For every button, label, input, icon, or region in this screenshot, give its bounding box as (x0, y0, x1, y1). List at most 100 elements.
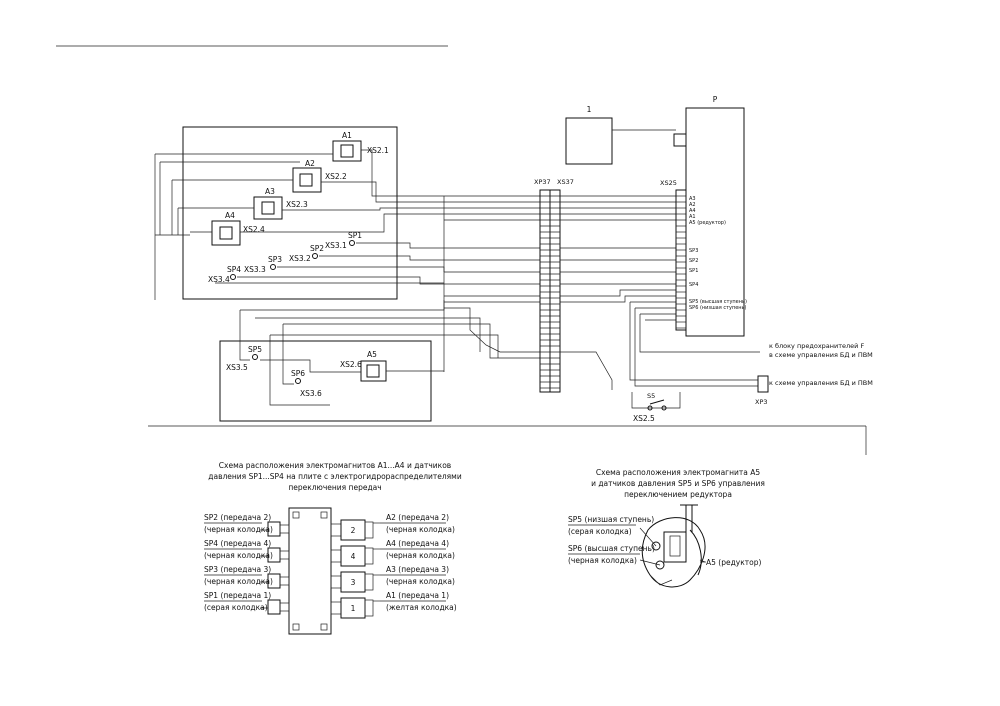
label-XS3-5: XS3.5 (226, 363, 248, 372)
layout1-right-l2-1: (черная колодка) (386, 551, 455, 560)
label-SP6: SP6 (291, 369, 305, 378)
fuse-element (673, 133, 687, 147)
solenoid-A1: A1 (332, 131, 362, 162)
layout1-title-1: Схема расположения электромагнитов А1...… (219, 461, 451, 470)
label-P: P (713, 95, 718, 104)
solenoid-A5: A5 (360, 350, 387, 382)
label-XS37: XS37 (557, 178, 574, 186)
label-SP4: SP4 (227, 265, 241, 274)
main-bus-wires (444, 195, 540, 359)
sensor-SP2: SP2 (310, 244, 324, 259)
layout1-title-3: переключения передач (288, 483, 381, 492)
solenoid-A3: A3 (253, 187, 283, 220)
layout2-sp6-line1: SP6 (высшая ступень) (568, 544, 655, 553)
layout1-num-0: 2 (351, 526, 356, 535)
label-A5: A5 (367, 350, 377, 359)
layout1-right-l1-3: А1 (передача 1) (386, 591, 449, 600)
p-label-6: SP2 (689, 258, 698, 264)
p-label-1: A2 (689, 202, 696, 208)
solenoid-panel-frame (182, 126, 398, 300)
sensor-SP6: SP6 (291, 369, 305, 384)
valve-plate (288, 507, 332, 635)
layout2-sp5-line2: (серая колодка) (568, 527, 632, 536)
reducer-panel-frame (219, 340, 432, 422)
layout1-left-l2-0: (черная колодка) (204, 525, 273, 534)
switch-S5: S5 (647, 392, 667, 411)
connector-XP37-XS37: XP37 XS37 (534, 178, 574, 393)
layout1-right-l2-3: (желтая колодка) (386, 603, 457, 612)
layout2-sp6-line2: (черная колодка) (568, 556, 637, 565)
label-XS3-3: XS3.3 (244, 265, 266, 274)
layout1-right-l1-2: А3 (передача 3) (386, 565, 449, 574)
left-wiring (154, 149, 445, 406)
layout1-right-l1-0: А2 (передача 2) (386, 513, 449, 522)
label-SP3: SP3 (268, 255, 282, 264)
layout1-row-3: SP1 (передача 1) (серая колодка) 1 А1 (пере… (204, 591, 457, 619)
label-XS2-3: XS2.3 (286, 200, 308, 209)
label-SP1: SP1 (348, 231, 362, 240)
layout2-a5: А5 (редуктор) (706, 558, 761, 567)
label-S5: S5 (647, 392, 655, 400)
p-label-4: A5 (редуктор) (689, 220, 726, 226)
p-label-10: SP6 (низшая ступень) (689, 305, 747, 311)
sensor-SP4: SP4 (227, 265, 241, 280)
label-XS3-6: XS3.6 (300, 389, 322, 398)
label-XS2-6: XS2.6 (340, 360, 362, 369)
layout1-num-2: 3 (351, 578, 356, 587)
block-P: P (685, 95, 745, 337)
label-XP3: XP3 (755, 398, 768, 406)
right-bus-wires (560, 195, 760, 409)
layout1-title-2: давления SP1...SP4 на плите с электрогид… (208, 472, 462, 481)
label-SP5: SP5 (248, 345, 262, 354)
layout1-left-l2-3: (серая колодка) (204, 603, 268, 612)
p-label-2: A4 (689, 208, 696, 214)
p-label-3: A1 (689, 214, 696, 220)
note-fuse-block: к блоку предохранителей F (769, 342, 864, 350)
label-XS25: XS25 (660, 179, 677, 187)
layout1-left-l2-2: (черная колодка) (204, 577, 273, 586)
label-A1: A1 (342, 131, 352, 140)
layout1-left-l1-1: SP4 (передача 4) (204, 539, 271, 548)
layout1-right-l2-0: (черная колодка) (386, 525, 455, 534)
layout1-row-0: SP2 (передача 2) (черная колодка) 2 А2 (пер… (204, 513, 455, 541)
label-XS2-4: XS2.4 (243, 225, 265, 234)
layout1-items: SP2 (передача 2) (черная колодка) 2 А2 (пер… (204, 513, 457, 619)
block-1: 1 (565, 105, 613, 165)
layout2-title-3: переключением редуктора (624, 490, 732, 499)
p-label-5: SP3 (689, 248, 698, 254)
label-XS3-4: XS3.4 (208, 275, 230, 284)
p-label-9: SP5 (высшая ступень) (689, 299, 747, 305)
label-A4: A4 (225, 211, 235, 220)
label-XS2-1: XS2.1 (367, 146, 389, 155)
sensor-SP1: SP1 (348, 231, 362, 246)
p-label-0: A3 (689, 196, 696, 202)
layout1-left-l1-0: SP2 (передача 2) (204, 513, 271, 522)
label-XS3-1: XS3.1 (325, 241, 347, 250)
p-label-8: SP4 (689, 282, 698, 288)
label-XS3-2: XS3.2 (289, 254, 311, 263)
label-XP37: XP37 (534, 178, 551, 186)
label-SP2: SP2 (310, 244, 324, 253)
solenoid-A4: A4 (211, 211, 241, 246)
layout1-num-1: 4 (351, 552, 356, 561)
layout1-num-3: 1 (351, 604, 356, 613)
layout1-right-l2-2: (черная колодка) (386, 577, 455, 586)
xs25-rows (676, 195, 686, 329)
layout2-title-1: Схема расположения электромагнита А5 (596, 468, 761, 477)
reducer-assembly-drawing (639, 504, 706, 588)
sensor-SP3: SP3 (268, 255, 282, 270)
label-block-1: 1 (587, 105, 592, 114)
label-XS2-5: XS2.5 (633, 414, 655, 423)
note-control-scheme: к схеме управления БД и ПВМ (769, 379, 873, 387)
label-A2: A2 (305, 159, 315, 168)
connector-XP3: XP3 (755, 375, 769, 406)
terminal-rows (540, 195, 560, 389)
layout1-left-l2-1: (черная колодка) (204, 551, 273, 560)
p-label-7: SP1 (689, 268, 698, 274)
layout1-left-l1-3: SP1 (передача 1) (204, 591, 271, 600)
layout1-row-1: SP4 (передача 4) (черная колодка) 4 А4 (пер… (204, 539, 455, 567)
layout1-right-l1-1: А4 (передача 4) (386, 539, 449, 548)
layout2-title-2: и датчиков давления SP5 и SP6 управления (591, 479, 765, 488)
solenoid-A2: A2 (292, 159, 322, 193)
